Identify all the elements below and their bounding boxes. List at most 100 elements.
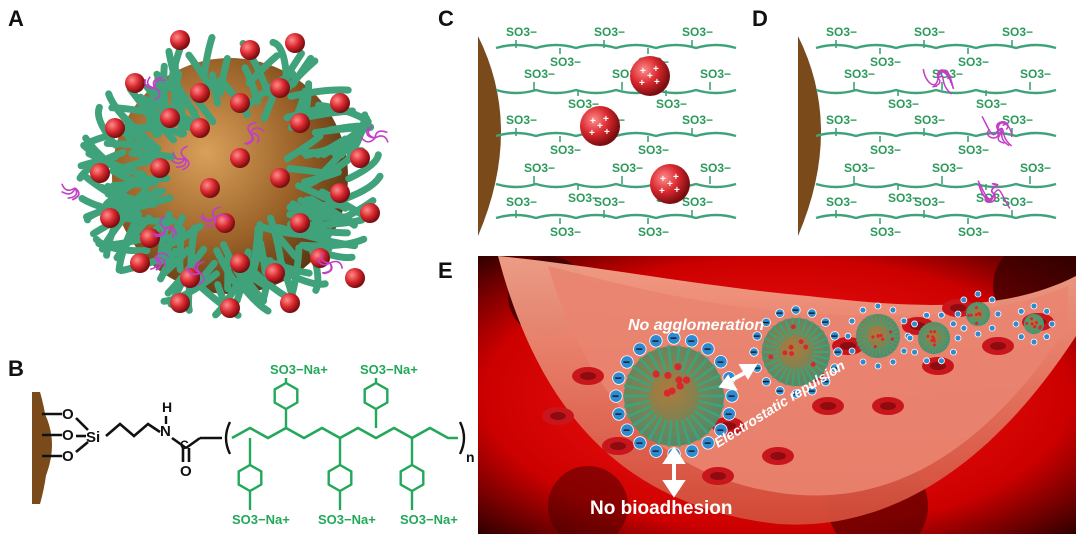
svg-text:−: − — [623, 423, 630, 437]
svg-text:+: + — [589, 128, 595, 139]
sulfonate-group: SO3− — [700, 161, 731, 175]
svg-text:−: − — [808, 384, 815, 398]
svg-text:+: + — [604, 127, 610, 138]
negative-charge — [714, 423, 728, 437]
cation-ball — [265, 263, 285, 283]
negative-charge — [848, 317, 856, 325]
negative-charge — [667, 331, 681, 345]
cation-ball — [100, 208, 120, 228]
polymer-strand — [103, 139, 146, 150]
panel-e-blood-vessel: −−−−−−−−−−−−−−−−−−−−−−−−−−−−−−−−−−−− No … — [478, 256, 1076, 534]
svg-text:+: + — [597, 121, 603, 132]
svg-text:−: − — [725, 407, 732, 421]
negative-charge — [807, 308, 817, 318]
sulfonate-group: SO3− — [914, 195, 945, 209]
sulfonate-group: SO3− — [1002, 195, 1033, 209]
negative-charge — [830, 363, 840, 373]
cation-ball — [330, 93, 350, 113]
polymer-strand — [104, 190, 147, 210]
polymer-strand — [268, 224, 299, 260]
negative-charge — [609, 389, 623, 403]
protein — [981, 116, 1013, 147]
nanoparticle — [1012, 302, 1056, 346]
cation: +++++ — [580, 106, 620, 146]
no-agglomeration-label: No agglomeration — [628, 317, 764, 334]
sulfonate-group: SO3− — [932, 161, 963, 175]
negative-charge — [950, 348, 957, 356]
nanoparticle — [954, 290, 1002, 338]
polymer-chain — [495, 182, 737, 189]
negative-charge — [974, 330, 982, 338]
svg-text:−: − — [704, 342, 711, 356]
polymer-strand — [289, 54, 315, 88]
sulfonate-group: SO3− — [550, 55, 581, 69]
nanoparticle: −−−−−−−−−−−−−−−−−−−− — [609, 331, 739, 461]
cation-ball — [160, 108, 180, 128]
negative-charge — [791, 389, 801, 399]
cation-ball — [220, 298, 240, 318]
panel-label-b: B — [8, 356, 24, 381]
negative-charge — [911, 320, 918, 328]
sulfonate-group: SO3− — [550, 225, 581, 239]
cation-ball — [200, 178, 220, 198]
sulfonate-group: SO3− — [870, 225, 901, 239]
sulfonate-label: SO3−Na+ — [270, 362, 328, 377]
negative-charge — [620, 355, 634, 369]
cation-ball — [215, 213, 235, 233]
sulfonate-group: SO3− — [914, 25, 945, 39]
svg-text:+: + — [590, 116, 596, 127]
cation-ball — [290, 213, 310, 233]
sulfonate-group: SO3− — [958, 55, 989, 69]
cation-ball — [310, 248, 330, 268]
negative-charge — [844, 332, 852, 340]
sulfonate-group: SO3− — [976, 97, 1007, 111]
negative-charge — [960, 324, 968, 332]
svg-text:−: − — [717, 423, 724, 437]
sulfonate-group: SO3− — [638, 225, 669, 239]
polymer-chain — [495, 43, 737, 50]
sulfonate-group: SO3− — [506, 113, 537, 127]
negative-charge — [722, 407, 736, 421]
polymer-strand — [185, 51, 214, 90]
silicon-atom: Si — [86, 429, 100, 446]
polymer-strand — [200, 34, 216, 78]
polymer-chain — [495, 213, 737, 220]
oxygen-atom: O — [62, 448, 74, 465]
polymer-strand — [286, 165, 327, 177]
nanoparticle — [906, 311, 962, 365]
negative-charge — [821, 377, 831, 387]
negative-charge — [612, 371, 626, 385]
negative-charge — [954, 334, 962, 342]
svg-text:+: + — [654, 77, 660, 88]
svg-text:−: − — [831, 361, 838, 375]
negative-charge — [1030, 302, 1038, 310]
negative-charge — [988, 324, 996, 332]
svg-text:−: − — [831, 329, 838, 343]
negative-charge — [988, 296, 996, 304]
panel-a-nanoparticle — [61, 30, 389, 319]
svg-text:+: + — [603, 114, 609, 125]
red-blood-cell — [702, 467, 734, 485]
negative-charge — [949, 320, 957, 328]
polymer-strand — [128, 149, 176, 161]
svg-text:+: + — [667, 179, 673, 190]
svg-text:+: + — [660, 174, 666, 185]
sulfonate-group: SO3− — [888, 97, 919, 111]
polystyrene-backbone — [231, 426, 458, 440]
cation-ball — [330, 183, 350, 203]
polymer-bracket-right — [458, 421, 466, 455]
negative-charge — [960, 296, 968, 304]
polymer-strand — [109, 179, 159, 190]
svg-text:−: − — [834, 345, 841, 359]
cation-ball — [230, 93, 250, 113]
svg-text:−: − — [753, 361, 760, 375]
surface-wall-edge — [32, 392, 48, 504]
sulfonate-group: SO3− — [568, 97, 599, 111]
sulfonate-group: SO3− — [1002, 113, 1033, 127]
cation: +++++ — [630, 56, 670, 96]
negative-charge — [1043, 333, 1051, 341]
protein — [360, 125, 389, 143]
polymer-chain — [815, 182, 1057, 189]
polymer-bracket-left — [224, 421, 232, 455]
negative-charge — [714, 355, 728, 369]
